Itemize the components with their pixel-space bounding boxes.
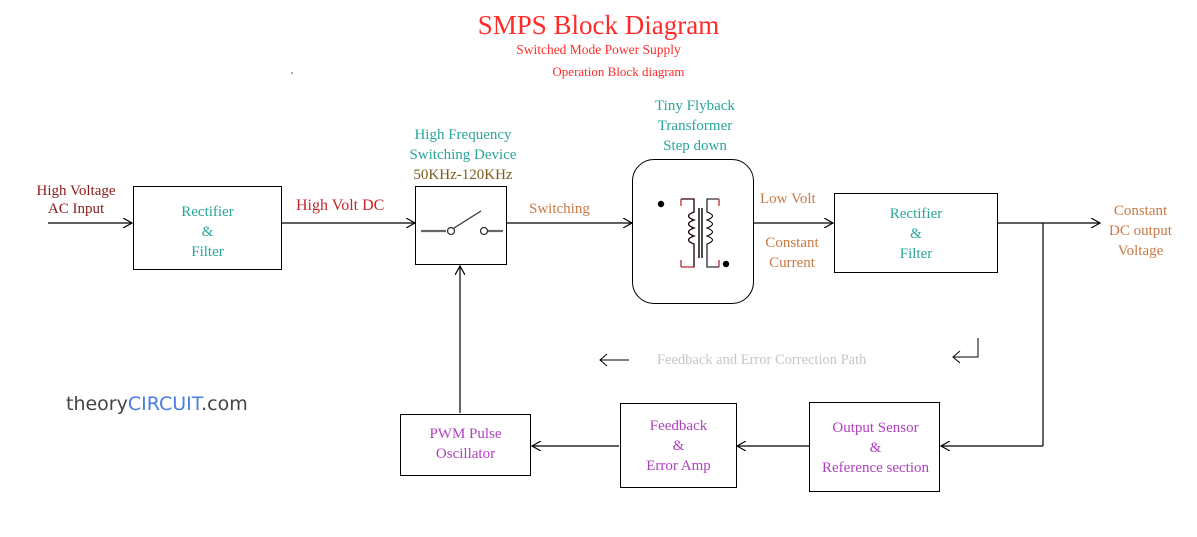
feedback-error-amp-block: Feedback & Error Amp — [620, 403, 737, 488]
rectifier-filter-text: Rectifier & Filter — [181, 204, 234, 260]
output-label: Constant DC output Voltage — [1109, 203, 1172, 259]
switching-device-block — [415, 186, 507, 265]
switch-icon — [421, 210, 503, 236]
constant-current-label: Constant Current — [765, 235, 819, 271]
diagram-subtitle-2: Operation Block diagram — [552, 64, 685, 79]
pwm-oscillator-text: PWM Pulse Oscillator — [429, 426, 502, 462]
brand-logo: theoryCIRCUIT.com — [66, 393, 248, 415]
input-label: High Voltage AC Input — [36, 183, 116, 217]
output-sensor-text: Output Sensor & Reference section — [821, 420, 930, 476]
switching-label: Switching — [529, 201, 590, 217]
output-rectifier-filter-block: Rectifier & Filter — [834, 193, 998, 273]
stray-dot — [291, 72, 293, 74]
pwm-oscillator-block: PWM Pulse Oscillator — [400, 414, 531, 476]
feedback-error-amp-text: Feedback & Error Amp — [646, 418, 711, 474]
transformer-icon — [657, 198, 730, 268]
return-arrow-icon — [952, 338, 979, 364]
left-arrow-icon — [599, 353, 629, 367]
switching-device-label: High Frequency Switching Device 50KHz-12… — [409, 127, 517, 183]
flyback-transformer-block — [632, 159, 754, 304]
low-volt-label: Low Volt — [760, 191, 816, 207]
feedback-path-label: Feedback and Error Correction Path — [657, 352, 867, 368]
diagram-title: SMPS Block Diagram — [477, 10, 720, 40]
transformer-label: Tiny Flyback Transformer Step down — [655, 98, 735, 154]
rectifier-filter-block: Rectifier & Filter — [133, 186, 282, 270]
output-sensor-block: Output Sensor & Reference section — [809, 402, 940, 492]
diagram-subtitle: Switched Mode Power Supply — [516, 42, 681, 57]
high-volt-dc-label: High Volt DC — [296, 197, 385, 214]
output-rectifier-filter-text: Rectifier & Filter — [889, 206, 943, 262]
